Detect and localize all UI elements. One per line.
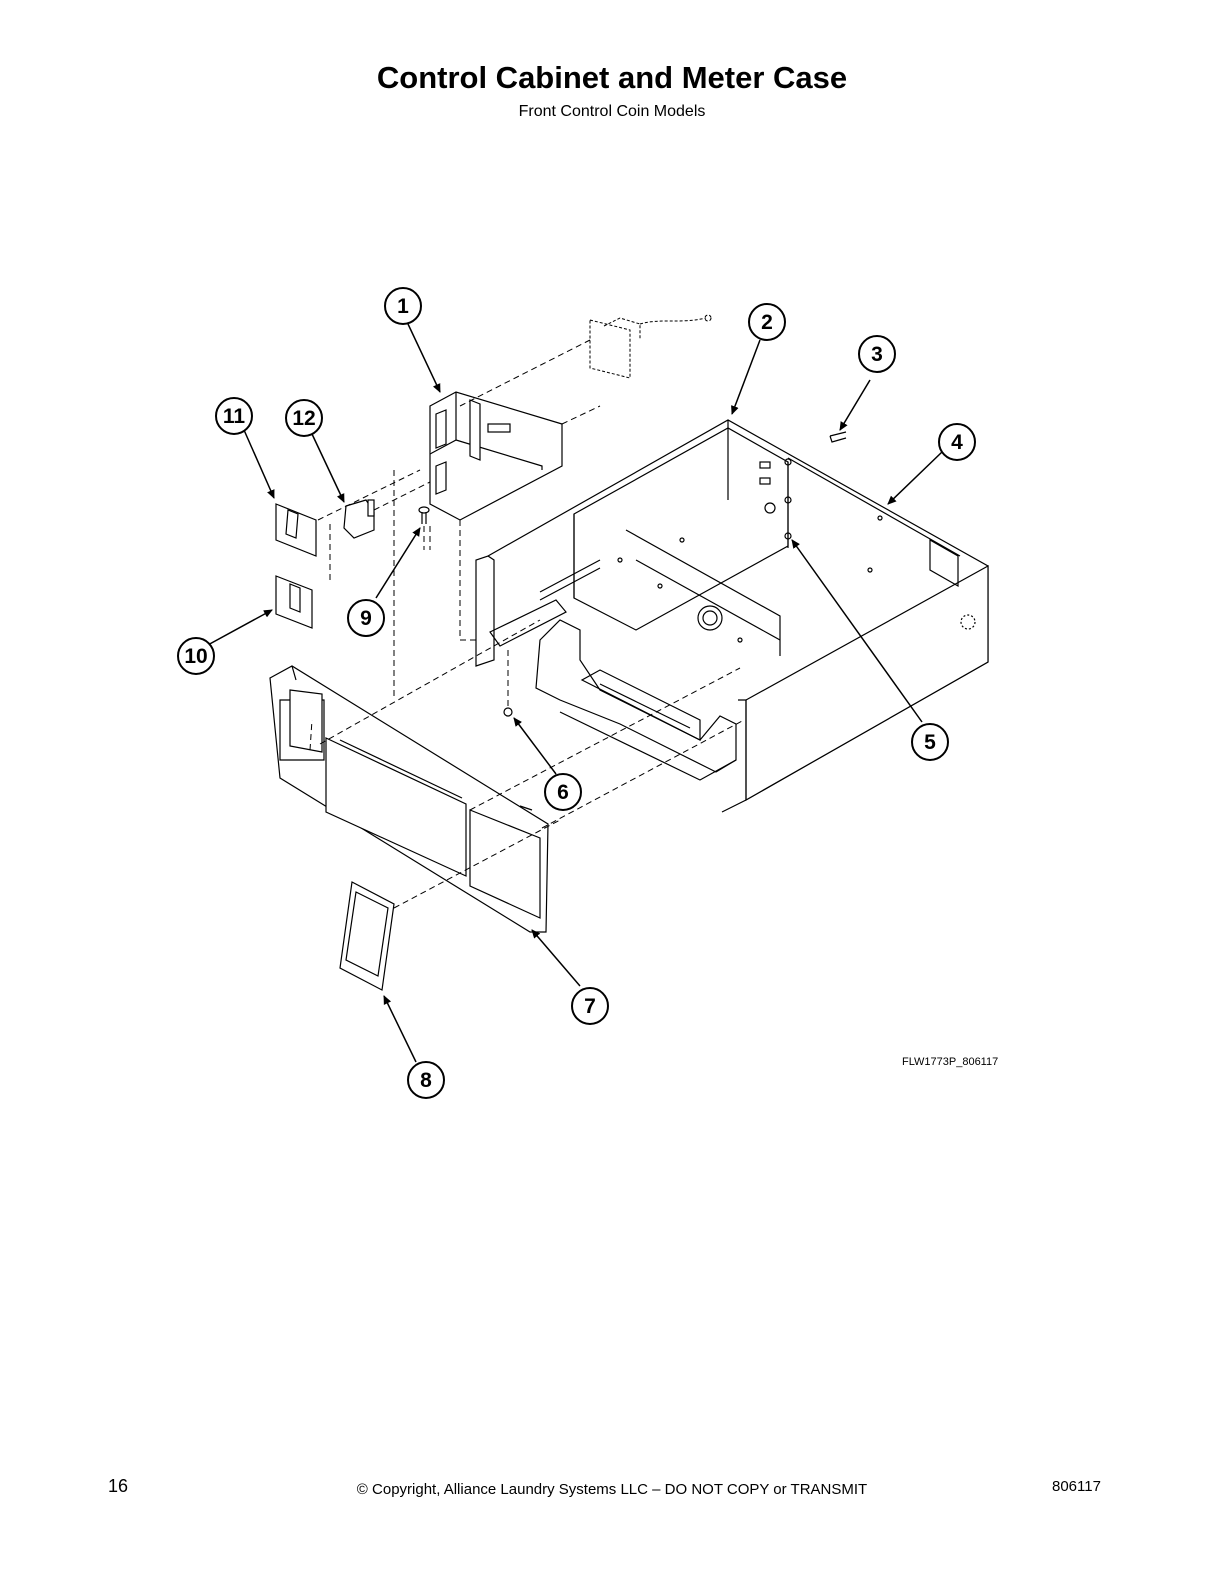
leader-lines xyxy=(205,323,943,1063)
svg-text:2: 2 xyxy=(761,311,773,334)
wiring-assembly-drawing xyxy=(589,314,712,379)
svg-text:8: 8 xyxy=(420,1069,432,1092)
document-number: 806117 xyxy=(1052,1478,1101,1495)
page-title: Control Cabinet and Meter Case xyxy=(376,60,848,95)
svg-text:11: 11 xyxy=(223,405,246,428)
callout-10: 10 xyxy=(177,637,215,675)
coin-meter-box-drawing xyxy=(429,391,563,521)
callout-12: 12 xyxy=(285,399,323,437)
coin-slot-plates-drawing xyxy=(275,503,317,629)
control-cabinet-drawing xyxy=(475,419,989,813)
svg-text:6: 6 xyxy=(557,781,569,804)
front-control-panel-drawing xyxy=(269,665,549,933)
callout-markers: 1 2 3 4 5 6 7 8 xyxy=(177,287,976,1099)
callout-3: 3 xyxy=(858,335,896,373)
svg-text:4: 4 xyxy=(951,431,963,454)
callout-1: 1 xyxy=(384,287,422,325)
svg-text:12: 12 xyxy=(292,407,315,430)
callout-7: 7 xyxy=(571,987,609,1025)
callout-6: 6 xyxy=(544,773,582,811)
svg-text:7: 7 xyxy=(584,995,596,1018)
callout-4: 4 xyxy=(938,423,976,461)
svg-text:10: 10 xyxy=(184,645,207,668)
drawing-reference-id: FLW1773P_806117 xyxy=(902,1056,999,1068)
svg-text:9: 9 xyxy=(360,607,372,630)
small-hardware-drawing xyxy=(343,431,847,717)
callout-5: 5 xyxy=(911,723,949,761)
callout-11: 11 xyxy=(215,397,253,435)
page-subtitle: Front Control Coin Models xyxy=(518,103,706,120)
svg-text:3: 3 xyxy=(871,343,883,366)
svg-text:1: 1 xyxy=(397,295,409,318)
svg-text:5: 5 xyxy=(924,731,936,754)
callout-9: 9 xyxy=(347,599,385,637)
copyright-notice: © Copyright, Alliance Laundry Systems LL… xyxy=(356,1481,868,1498)
callout-2: 2 xyxy=(748,303,786,341)
page-number: 16 xyxy=(108,1476,129,1496)
callout-8: 8 xyxy=(407,1061,445,1099)
assembly-guide-lines xyxy=(309,339,745,909)
panel-overlay-drawing xyxy=(339,881,395,991)
